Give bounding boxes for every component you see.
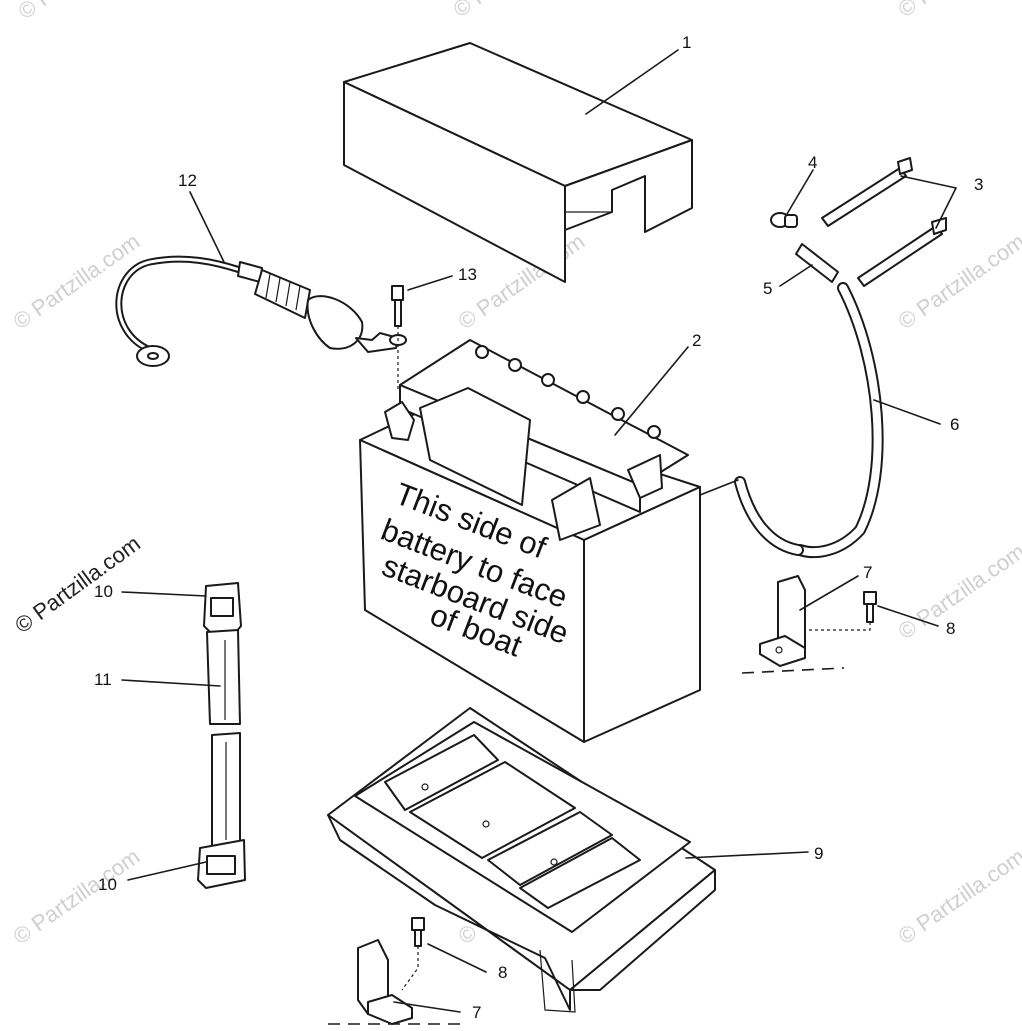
part-9-battery-tray [327, 707, 716, 1013]
dashed-reference-upper [741, 667, 845, 674]
watermark-tile: © Partzilla.com [449, 0, 585, 22]
part-7-bracket-upper [759, 575, 806, 667]
callout-6: 6 [950, 415, 959, 434]
callout-8-upper: 8 [946, 619, 955, 638]
watermark-tile: © Partzilla.com [14, 0, 150, 24]
watermark-dark: © Partzilla.com [10, 531, 145, 638]
part-12-cable [115, 255, 407, 367]
watermark-tile: © Partzilla.com [894, 539, 1022, 645]
callout-12: 12 [178, 171, 197, 190]
callout-10-lower: 10 [98, 875, 117, 894]
callout-7-upper: 7 [863, 563, 872, 582]
part-3-tie-straps [821, 157, 947, 287]
callout-11: 11 [94, 670, 112, 689]
part-8-bolt-upper [808, 591, 877, 631]
callout-2: 2 [692, 331, 701, 350]
watermark-tile: © Partzilla.com [894, 0, 1022, 22]
part-13-bolt [391, 285, 404, 390]
part-4-vent-cap [770, 212, 798, 228]
watermark-tile: © Partzilla.com [894, 844, 1022, 950]
callout-10-upper: 10 [94, 582, 113, 601]
part-8-bolt-lower [401, 917, 425, 991]
callout-4: 4 [808, 153, 817, 172]
callout-8-lower: 8 [498, 963, 507, 982]
part-1-battery-cover [343, 42, 693, 283]
part-2-battery: This side of battery to face starboard s… [359, 339, 701, 743]
leader-lines [121, 49, 957, 1013]
part-5-fitting [795, 243, 839, 283]
callout-13: 13 [458, 265, 477, 284]
part-7-bracket-lower [357, 939, 413, 1025]
watermark-tile: © Partzilla.com [9, 844, 145, 950]
callout-7-lower: 7 [472, 1003, 481, 1022]
callout-9: 9 [814, 844, 823, 863]
part-6-vent-tube [699, 282, 884, 559]
callout-labels: 1 2 3 4 5 6 7 8 9 10 11 10 12 13 8 7 [94, 33, 983, 1022]
callout-5: 5 [763, 279, 772, 298]
callout-3: 3 [974, 175, 983, 194]
part-10-11-strap [197, 582, 246, 889]
callout-1: 1 [682, 33, 691, 52]
